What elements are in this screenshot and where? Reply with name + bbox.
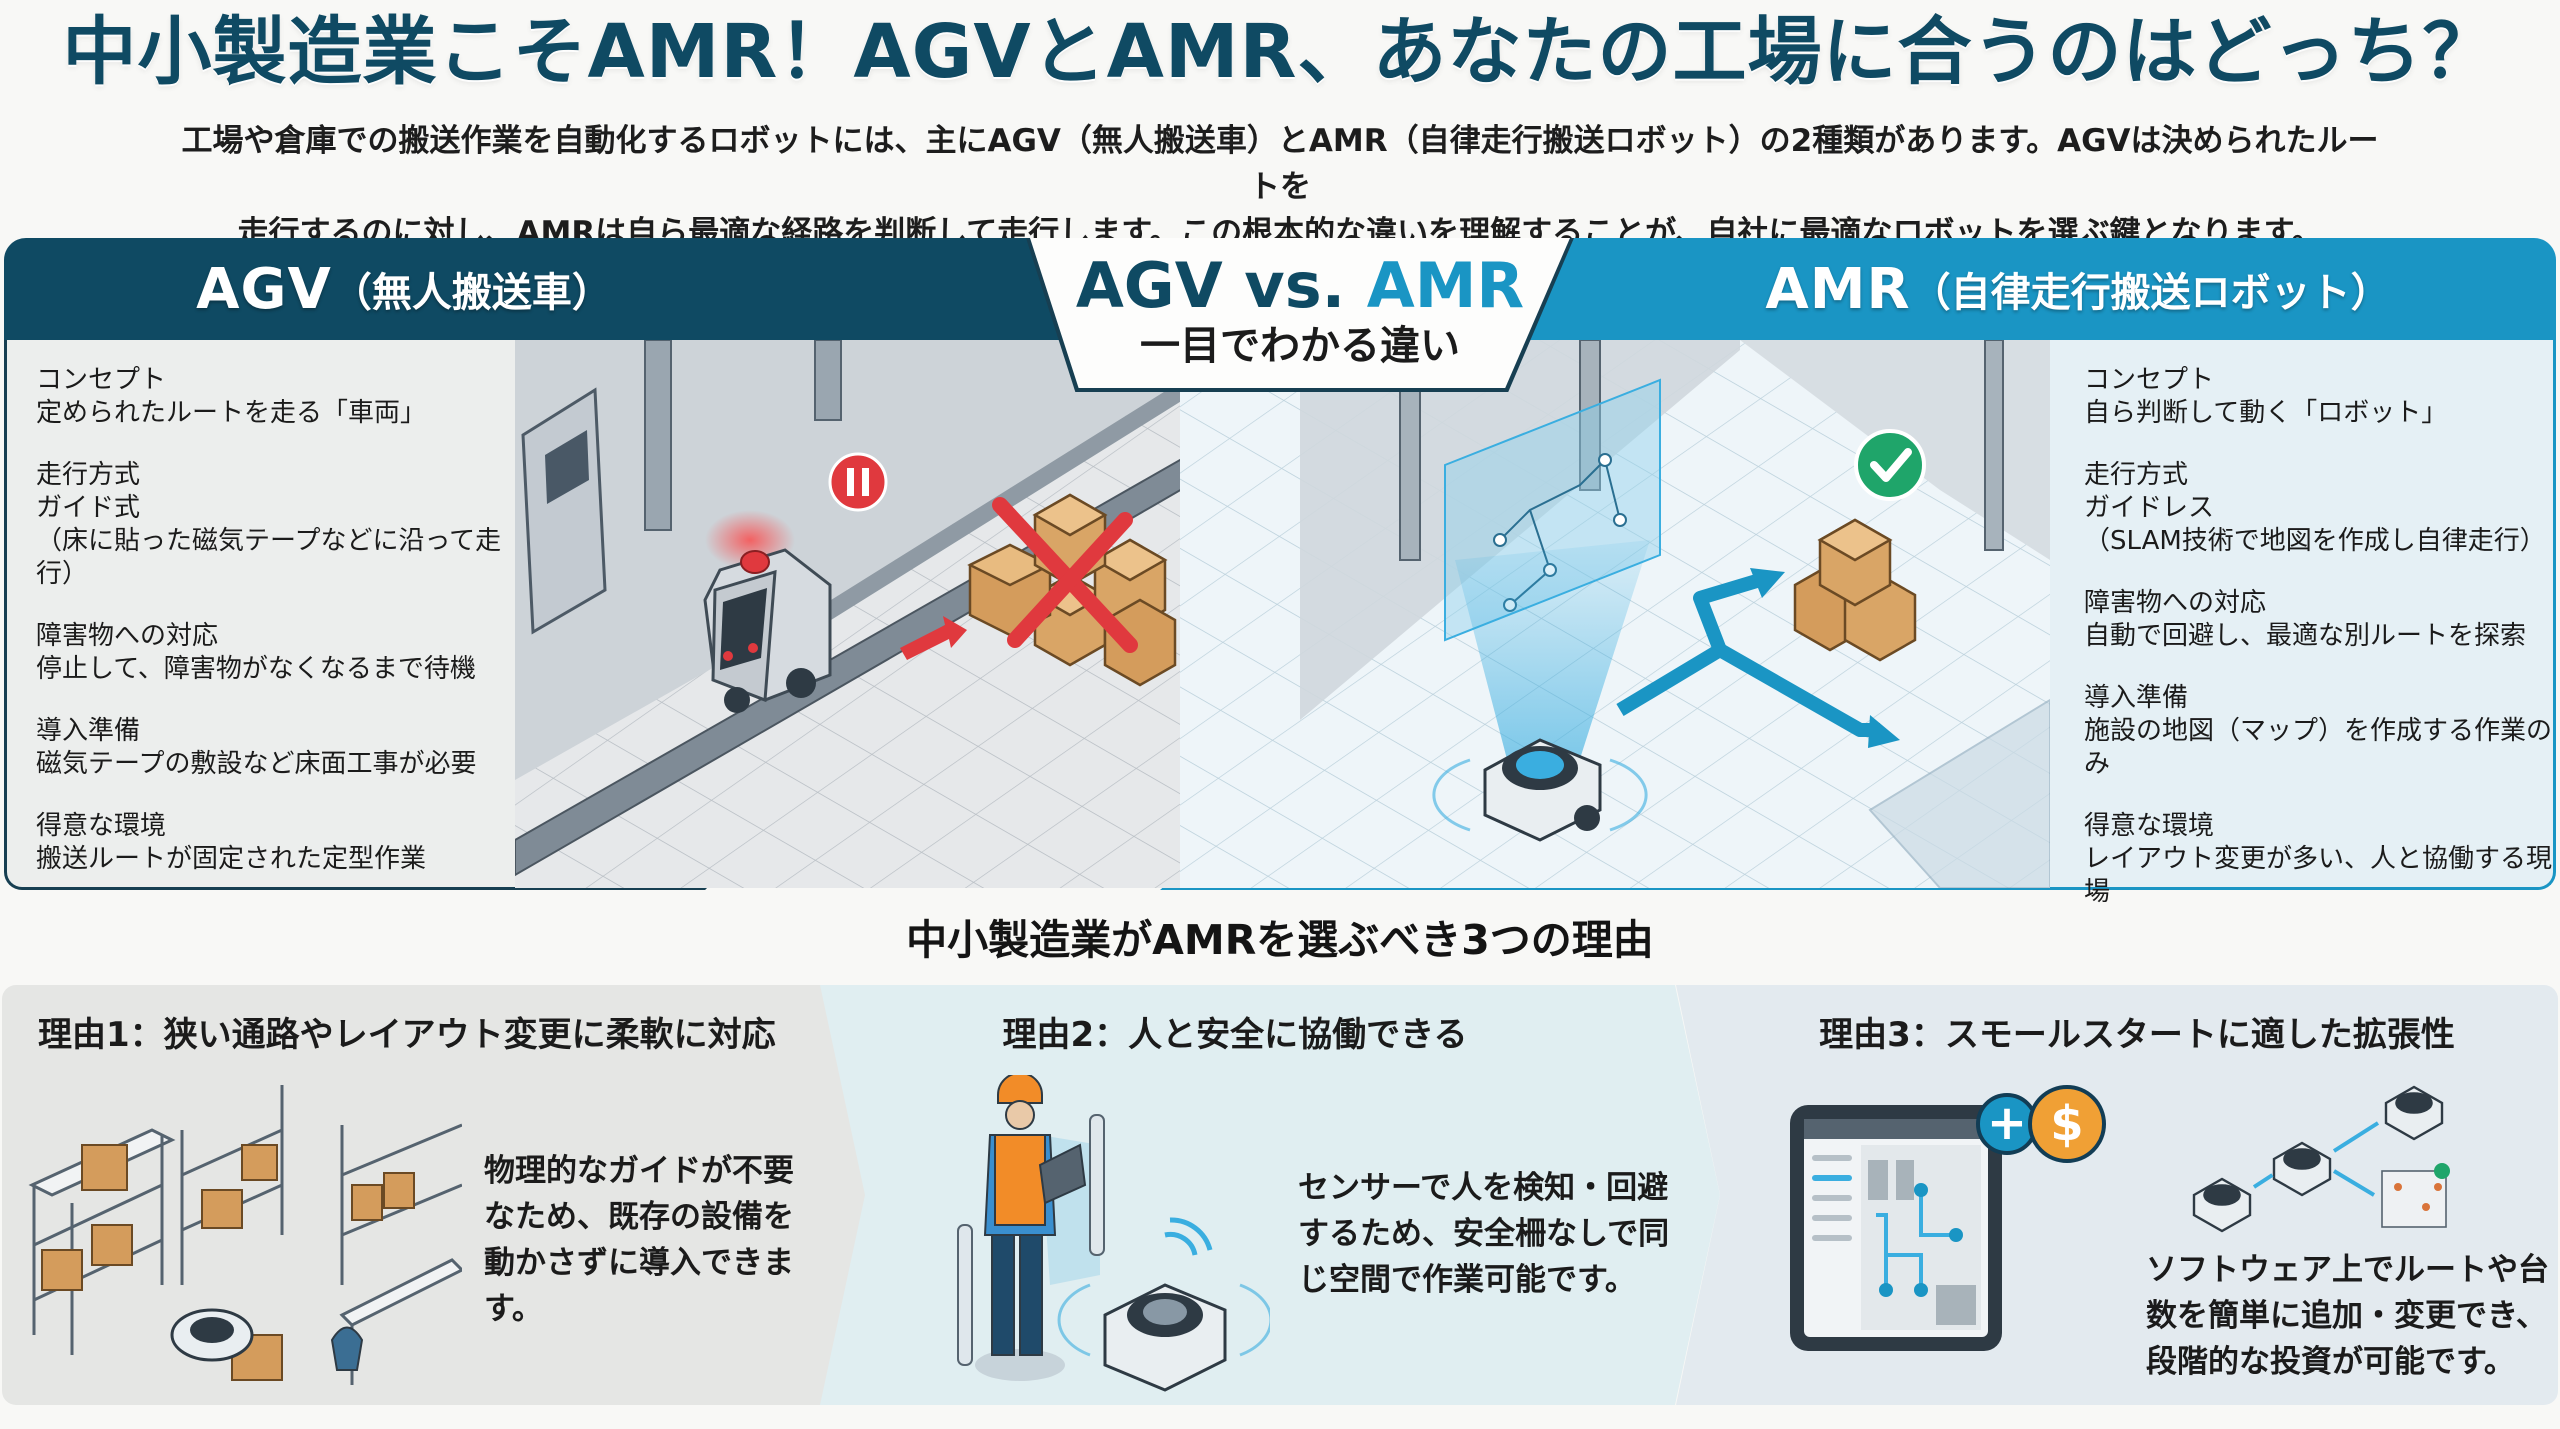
agv-spec-label: 障害物への対応 xyxy=(36,621,219,651)
amr-spec-value: レイアウト変更が多い、人と協働する現場 xyxy=(2084,844,2553,907)
reason-2-text: センサーで人を検知・回避 するため、安全柵なしで同 じ空間で作業可能です。 xyxy=(1298,1165,1669,1303)
reason-2-line: センサーで人を検知・回避 xyxy=(1298,1170,1669,1206)
agv-spec-1: 走行方式ガイド式（床に貼った磁気テープなどに沿って走行） xyxy=(36,459,516,591)
amr-spec-label: 障害物への対応 xyxy=(2084,588,2267,618)
amr-spec-value: 自ら判断して動く「ロボット」 xyxy=(2084,398,2448,428)
agv-spec-4: 得意な環境搬送ルートが固定された定型作業 xyxy=(36,810,516,876)
agv-spec-label: 得意な環境 xyxy=(36,811,167,841)
agv-spec-label: コンセプト xyxy=(36,365,167,395)
tablet-map-illustration xyxy=(1790,1105,2002,1351)
agv-header-main: AGV xyxy=(196,256,332,322)
amr-spec-4: 得意な環境レイアウト変更が多い、人と協働する現場 xyxy=(2084,810,2554,909)
agv-spec-label: 導入準備 xyxy=(36,716,141,746)
vs-agv-label: AGV xyxy=(1075,249,1223,322)
agv-spec-0: コンセプト定められたルートを走る「車両」 xyxy=(36,364,516,430)
worker-figure xyxy=(975,1075,1087,1381)
reason-1-text: 物理的なガイドが不要 なため、既存の設備を 動かさずに導入できま す。 xyxy=(484,1148,794,1332)
robot-scaling-illustration xyxy=(2192,1085,2450,1233)
agv-spec-3: 導入準備磁気テープの敷設など床面工事が必要 xyxy=(36,715,516,781)
amr-spec-label: 導入準備 xyxy=(2084,683,2189,713)
amr-spec-value: 自動で回避し、最適な別ルートを探索 xyxy=(2084,621,2527,651)
amr-spec-1: 走行方式ガイドレス（SLAM技術で地図を作成し自律走行） xyxy=(2084,459,2554,558)
reason-2-line: するため、安全柵なしで同 xyxy=(1298,1216,1670,1252)
agv-header: AGV （無人搬送車） xyxy=(4,238,1104,340)
reason-1-line: 物理的なガイドが不要 xyxy=(484,1153,794,1189)
amr-spec-list: コンセプト自ら判断して動く「ロボット」走行方式ガイドレス（SLAM技術で地図を作… xyxy=(2084,364,2554,938)
amr-robot-small xyxy=(1057,1217,1270,1392)
amr-spec-label: 走行方式 xyxy=(2084,460,2189,490)
cardboard-boxes-amr xyxy=(1793,518,1917,662)
agv-spec-list: コンセプト定められたルートを走る「車両」走行方式ガイド式（床に貼った磁気テープな… xyxy=(36,364,516,905)
reason-card-3: 理由3：スモールスタートに適した拡張性 + $ xyxy=(1676,985,2558,1405)
check-icon xyxy=(1854,429,1926,501)
amr-header: AMR （自律走行搬送ロボット） xyxy=(1460,238,2556,340)
agv-spec-value: 磁気テープの敷設など床面工事が必要 xyxy=(36,749,477,779)
amr-spec-value: 施設の地図（マップ）を作成する作業のみ xyxy=(2084,716,2553,779)
amr-spec-3: 導入準備施設の地図（マップ）を作成する作業のみ xyxy=(2084,682,2554,781)
vs-badge: AGV vs. AMR 一目でわかる違い xyxy=(1030,238,1570,388)
comparison-panel: AGV （無人搬送車） AMR （自律走行搬送ロボット） AGV vs. AMR… xyxy=(0,238,2560,907)
vs-amr-label: AMR xyxy=(1366,249,1525,322)
reason-card-1: 理由1：狭い通路やレイアウト変更に柔軟に対応 物理的なガイドが不要 なため、既存… xyxy=(2,985,874,1405)
pause-icon xyxy=(828,452,888,512)
amr-header-sub: （自律走行搬送ロボット） xyxy=(1910,270,2391,316)
intro-paragraph: 工場や倉庫での搬送作業を自動化するロボットには、主にAGV（無人搬送車）とAMR… xyxy=(180,118,2380,256)
amr-header-main: AMR xyxy=(1765,256,1911,322)
reason-2-title: 理由2：人と安全に協働できる xyxy=(1002,1015,1468,1055)
reason-3-line: ソフトウェア上でルートや台 xyxy=(2146,1252,2549,1288)
vs-title: AGV vs. AMR xyxy=(1030,250,1570,322)
blocked-x-icon xyxy=(992,497,1138,653)
amr-robot xyxy=(1432,738,1648,842)
agv-vehicle xyxy=(703,510,832,713)
reason-3-line: 数を簡単に追加・変更でき、 xyxy=(2146,1298,2547,1334)
reason-2-line: じ空間で作業可能です。 xyxy=(1298,1262,1636,1298)
agv-illustration xyxy=(515,340,1215,888)
amr-illustration xyxy=(1180,340,2050,888)
vs-separator: vs. xyxy=(1222,249,1367,322)
amr-spec-value: （SLAM技術で地図を作成し自律走行） xyxy=(2084,526,2546,556)
worker-robot-illustration xyxy=(957,1075,1270,1392)
intro-line-1: 工場や倉庫での搬送作業を自動化するロボットには、主にAGV（無人搬送車）とAMR… xyxy=(181,123,2379,205)
agv-spec-value: 停止して、障害物がなくなるまで待機 xyxy=(36,654,476,684)
reason-3-title: 理由3：スモールスタートに適した拡張性 xyxy=(1819,1015,2455,1055)
agv-spec-value: ガイド式 xyxy=(36,493,141,523)
warehouse-shelves-illustration xyxy=(28,1085,462,1385)
reason-3-text: ソフトウェア上でルートや台 数を簡単に追加・変更でき、 段階的な投資が可能です。 xyxy=(2146,1247,2549,1385)
reason-1-line: 動かさずに導入できま xyxy=(484,1245,794,1281)
amr-spec-label: 得意な環境 xyxy=(2084,811,2215,841)
reason-1-line: なため、既存の設備を xyxy=(484,1199,794,1235)
agv-spec-value: 搬送ルートが固定された定型作業 xyxy=(36,844,427,874)
dollar-coin-icon: $ xyxy=(2028,1085,2106,1163)
agv-spec-value: （床に貼った磁気テープなどに沿って走行） xyxy=(36,526,502,589)
amr-spec-2: 障害物への対応自動で回避し、最適な別ルートを探索 xyxy=(2084,587,2554,653)
agv-spec-value: 定められたルートを走る「車両」 xyxy=(36,398,427,428)
reason-card-2: 理由2：人と安全に協働できる センサーで人を検知・回避 するため、安全柵なしで同 xyxy=(820,985,1720,1405)
vs-subtitle: 一目でわかる違い xyxy=(1140,323,1460,369)
reasons-title: 中小製造業がAMRを選ぶべき3つの理由 xyxy=(906,916,1654,964)
agv-spec-2: 障害物への対応停止して、障害物がなくなるまで待機 xyxy=(36,620,516,686)
amr-spec-label: コンセプト xyxy=(2084,365,2215,395)
reason-1-line: す。 xyxy=(484,1291,543,1327)
reason-3-line: 段階的な投資が可能です。 xyxy=(2146,1344,2515,1380)
reason-1-title: 理由1：狭い通路やレイアウト変更に柔軟に対応 xyxy=(38,1015,776,1055)
page-title: 中小製造業こそAMR！AGVとAMR、あなたの工場に合うのはどっち？ xyxy=(62,9,2498,95)
amr-spec-0: コンセプト自ら判断して動く「ロボット」 xyxy=(2084,364,2554,430)
agv-spec-label: 走行方式 xyxy=(36,460,141,490)
amr-spec-value: ガイドレス xyxy=(2084,493,2215,523)
agv-header-sub: （無人搬送車） xyxy=(331,270,612,316)
add-plus-icon: + xyxy=(1976,1093,2038,1155)
